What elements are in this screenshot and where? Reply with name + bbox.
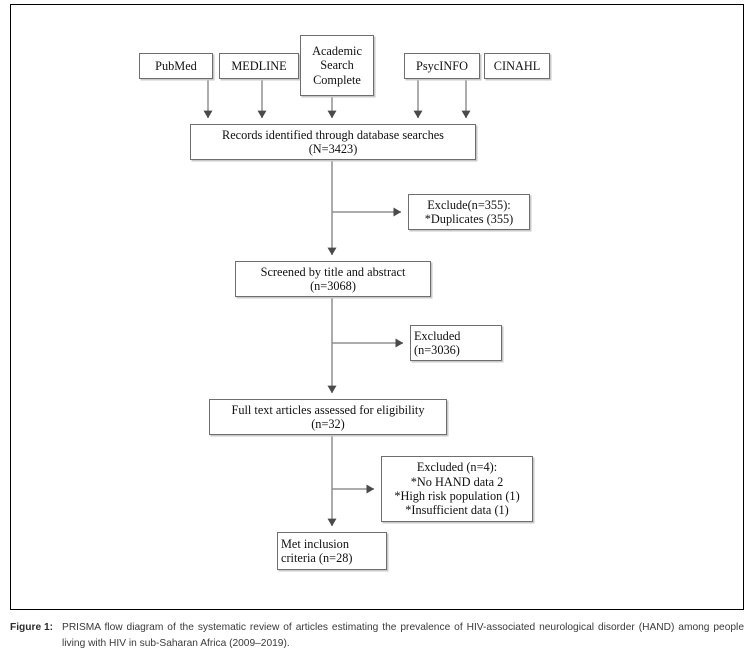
source-box-medline: MEDLINE [219,53,299,79]
excluded-eligibility-line4: *Insufficient data (1) [405,503,509,518]
node-met-inclusion-criteria: Met inclusion criteria (n=28) [277,532,387,570]
node-records-identified: Records identified through database sear… [190,124,476,160]
source-label-academic-line2: Search [320,58,354,73]
connector-lines [203,79,471,527]
excluded-screening-line2: (n=3036) [414,343,460,357]
figure-caption-text: PRISMA flow diagram of the systematic re… [62,622,744,649]
source-label-psycinfo: PsycINFO [416,58,468,73]
records-line2: (N=3423) [308,142,358,156]
records-line1: Records identified through database sear… [222,127,444,142]
source-label-medline: MEDLINE [231,58,287,73]
source-box-cinahl: CINAHL [484,53,550,79]
figure-caption-label: Figure 1: [10,622,54,633]
met-inclusion-line1: Met inclusion [281,536,349,551]
screened-line1: Screened by title and abstract [260,264,406,279]
source-box-pubmed: PubMed [139,53,213,79]
met-inclusion-line2: criteria (n=28) [281,551,353,565]
source-label-academic-line3: Complete [313,72,361,87]
excluded-eligibility-line3: *High risk population (1) [394,489,520,503]
source-label-pubmed: PubMed [155,58,197,73]
fulltext-line1: Full text articles assessed for eligibil… [231,402,425,417]
exclude-duplicates-line1: Exclude(n=355): [427,197,511,212]
source-label-cinahl: CINAHL [493,58,541,73]
figure-caption: Figure 1: PRISMA flow diagram of the sys… [10,620,744,652]
node-excluded-screening: Excluded (n=3036) [410,325,502,361]
figure-frame [10,4,744,610]
excluded-eligibility-line2: *No HAND data 2 [410,474,504,489]
excluded-screening-line1: Excluded [414,328,461,343]
exclude-duplicates-line2: *Duplicates (355) [424,212,514,226]
fulltext-line2: (n=32) [311,417,345,431]
screened-line2: (n=3068) [310,279,356,293]
node-excluded-eligibility: Excluded (n=4): *No HAND data 2 *High ri… [381,456,533,522]
source-box-psycinfo: PsycINFO [404,53,480,79]
node-exclude-duplicates: Exclude(n=355): *Duplicates (355) [408,194,530,230]
source-box-academic-search-complete: Academic Search Complete [300,35,374,96]
node-screened-title-abstract: Screened by title and abstract (n=3068) [235,261,431,297]
node-fulltext-assessed: Full text articles assessed for eligibil… [209,399,447,435]
prisma-flow-diagram: PubMed MEDLINE Academic Search Complete … [139,35,550,570]
excluded-eligibility-line1: Excluded (n=4): [416,460,498,475]
source-label-academic-line1: Academic [312,43,362,58]
